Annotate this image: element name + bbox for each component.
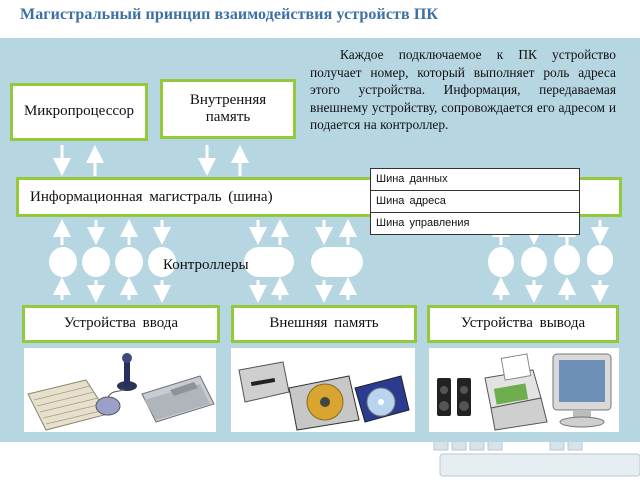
speakers-icon xyxy=(437,378,471,416)
keyboard-decoration-icon xyxy=(433,442,640,477)
cpu-label: Микропроцессор xyxy=(23,103,135,120)
cpu-box: Микропроцессор xyxy=(10,83,148,141)
controller xyxy=(587,245,613,275)
internal-memory-label: Внутренняя память xyxy=(189,91,267,125)
monitor-icon xyxy=(552,353,612,428)
internal-memory-box: Внутренняя память xyxy=(160,79,296,139)
external-memory-box: Внешняя память xyxy=(231,305,417,343)
controller xyxy=(115,247,143,277)
controller xyxy=(244,247,294,277)
controller xyxy=(49,247,77,277)
legend-control-bus: Шина управления xyxy=(376,217,470,229)
controller xyxy=(311,247,363,277)
controller xyxy=(148,247,176,277)
controller xyxy=(521,247,547,277)
mouse-icon xyxy=(95,387,125,416)
controller xyxy=(554,245,580,275)
bus-label: Информационная магистраль (шина) xyxy=(30,189,273,205)
floppy-drive-icon xyxy=(238,361,290,403)
bus-legend: Шина данных Шина адреса Шина управления xyxy=(370,168,580,235)
legend-data-bus: Шина данных xyxy=(371,169,579,191)
external-memory-label: Внешняя память xyxy=(269,315,379,332)
input-devices-label: Устройства ввода xyxy=(63,315,179,332)
printer-icon xyxy=(484,353,548,431)
controller xyxy=(82,247,110,277)
cd-disk-icon xyxy=(354,375,410,423)
input-devices-box: Устройства ввода xyxy=(22,305,220,343)
header: Магистральный принцип взаимодействия уст… xyxy=(0,0,640,38)
page-title: Магистральный принцип взаимодействия уст… xyxy=(20,6,439,23)
description-text: Каждое подключаемое к ПК устройство полу… xyxy=(310,47,616,133)
hard-disk-icon xyxy=(288,375,360,431)
output-devices-box: Устройства вывода xyxy=(427,305,619,343)
scanner-icon xyxy=(141,375,215,423)
legend-address-bus: Шина адреса xyxy=(371,191,579,213)
output-devices-label: Устройства вывода xyxy=(460,315,586,332)
input-devices-image xyxy=(24,348,216,432)
external-memory-image xyxy=(231,348,415,432)
controller xyxy=(488,247,514,277)
joystick-icon xyxy=(117,353,137,391)
controllers-label: Контроллеры xyxy=(163,257,249,273)
output-devices-image xyxy=(429,348,619,432)
